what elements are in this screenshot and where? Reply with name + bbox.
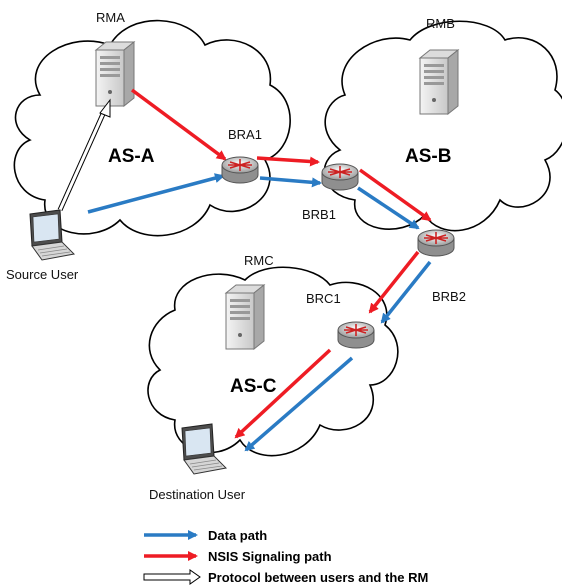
- brb1-label: BRB1: [302, 207, 336, 222]
- as-a-label: AS-A: [108, 146, 155, 167]
- nsis-signaling-path: [130, 88, 432, 439]
- brc1-label: BRC1: [306, 291, 341, 306]
- legend-nsis-path-label: NSIS Signaling path: [208, 549, 332, 564]
- bra1-label: BRA1: [228, 127, 262, 142]
- server-rma-icon: [95, 41, 135, 107]
- data-path: [87, 173, 432, 452]
- legend-protocol: Protocol between users and the RM: [143, 569, 428, 585]
- rmc-label: RMC: [244, 253, 274, 268]
- legend-protocol-label: Protocol between users and the RM: [208, 570, 428, 585]
- source-user-label: Source User: [6, 267, 79, 282]
- rmb-label: RMB: [426, 16, 455, 31]
- as-b-label: AS-B: [405, 146, 451, 167]
- router-brb1-icon: [321, 163, 359, 191]
- server-rmc-icon: [225, 284, 265, 350]
- server-rmb-icon: [419, 49, 459, 115]
- legend: Data path NSIS Signaling path Protocol b…: [143, 528, 428, 585]
- destination-user-label: Destination User: [149, 487, 246, 502]
- legend-data-path: Data path: [144, 528, 267, 543]
- router-brb2-icon: [417, 229, 455, 257]
- protocol-link: [57, 98, 111, 212]
- legend-data-path-label: Data path: [208, 528, 267, 543]
- as-c-label: AS-C: [230, 376, 277, 397]
- router-bra1-icon: [221, 156, 259, 184]
- brb2-label: BRB2: [432, 289, 466, 304]
- cloud-as-c: [147, 266, 399, 457]
- rma-label: RMA: [96, 10, 125, 25]
- legend-nsis-path: NSIS Signaling path: [144, 549, 332, 564]
- router-brc1-icon: [337, 321, 375, 349]
